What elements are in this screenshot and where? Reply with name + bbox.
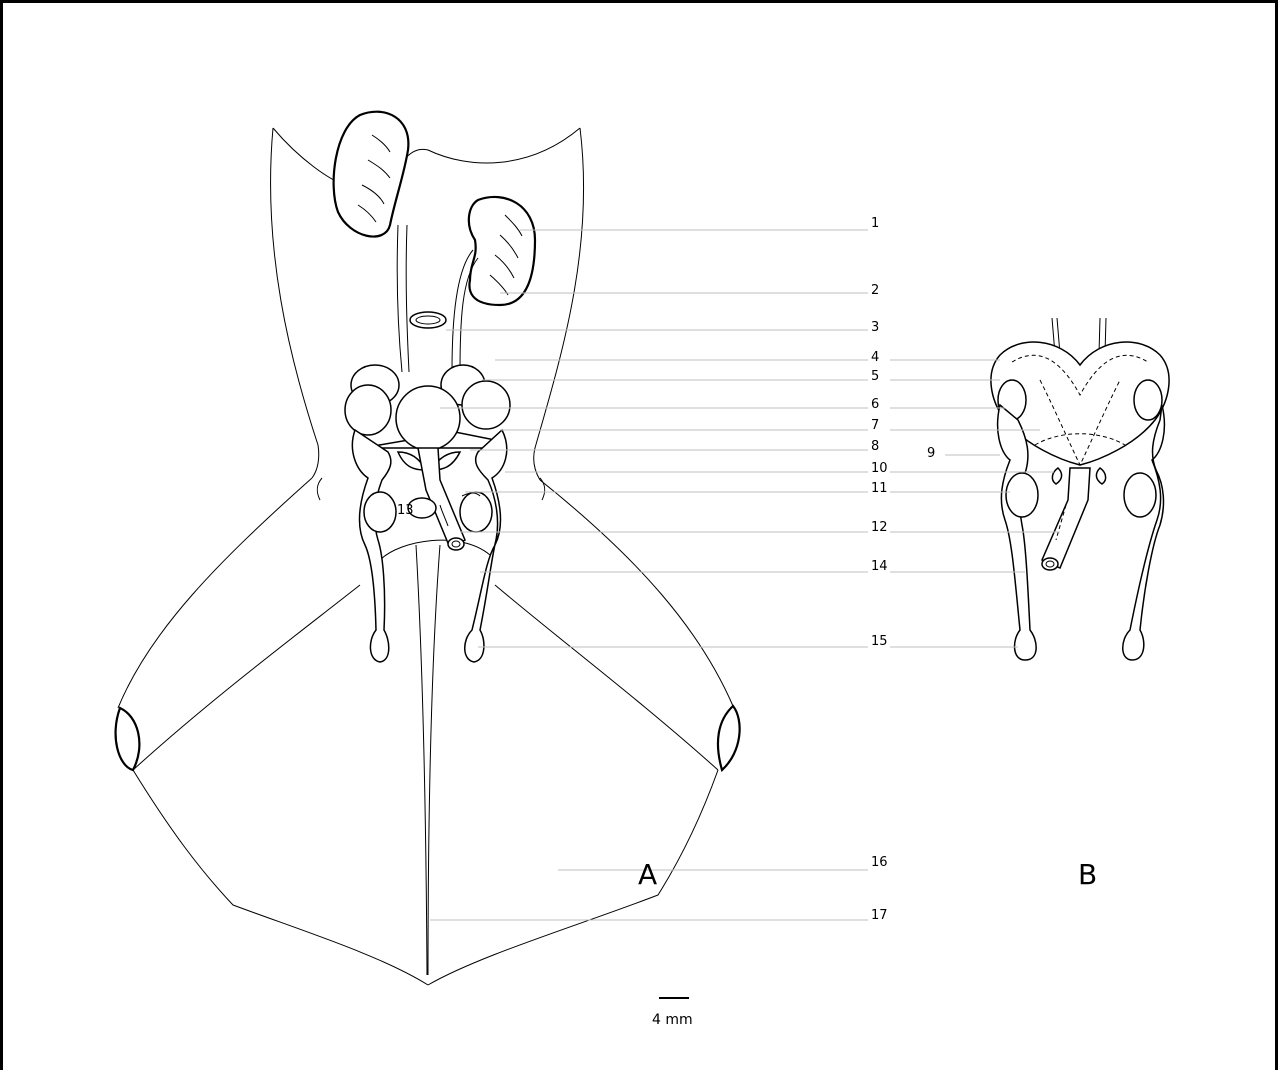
label-2: 2: [871, 283, 879, 298]
label-11: 11: [871, 481, 888, 496]
rectum-ring: [410, 312, 446, 328]
label-3: 3: [871, 320, 879, 335]
label-6: 6: [871, 397, 879, 412]
label-10: 10: [871, 461, 888, 476]
label-14: 14: [871, 559, 888, 574]
reproductive-complex-a: [345, 365, 510, 662]
panel-label-b: B: [1078, 858, 1097, 891]
panel-label-a: A: [638, 858, 657, 891]
label-5: 5: [871, 369, 879, 384]
kidney-left: [334, 112, 409, 237]
label-12: 12: [871, 520, 888, 535]
label-13: 13: [397, 503, 414, 518]
leader-lines: [430, 230, 1060, 920]
label-4: 4: [871, 350, 879, 365]
ureters: [397, 225, 478, 372]
label-9: 9: [927, 446, 935, 461]
scale-bar-label: 4 mm: [652, 1012, 693, 1028]
label-7: 7: [871, 418, 879, 433]
body-outline-a: [118, 128, 733, 985]
label-8: 8: [871, 439, 879, 454]
label-16: 16: [871, 855, 888, 870]
label-17: 17: [871, 908, 888, 923]
reproductive-complex-b: [991, 318, 1169, 660]
kidney-right: [469, 197, 535, 305]
hindlimb-stump-right: [718, 706, 740, 770]
label-15: 15: [871, 634, 888, 649]
label-1: 1: [871, 216, 879, 231]
hindlimb-stump-left: [116, 708, 140, 770]
